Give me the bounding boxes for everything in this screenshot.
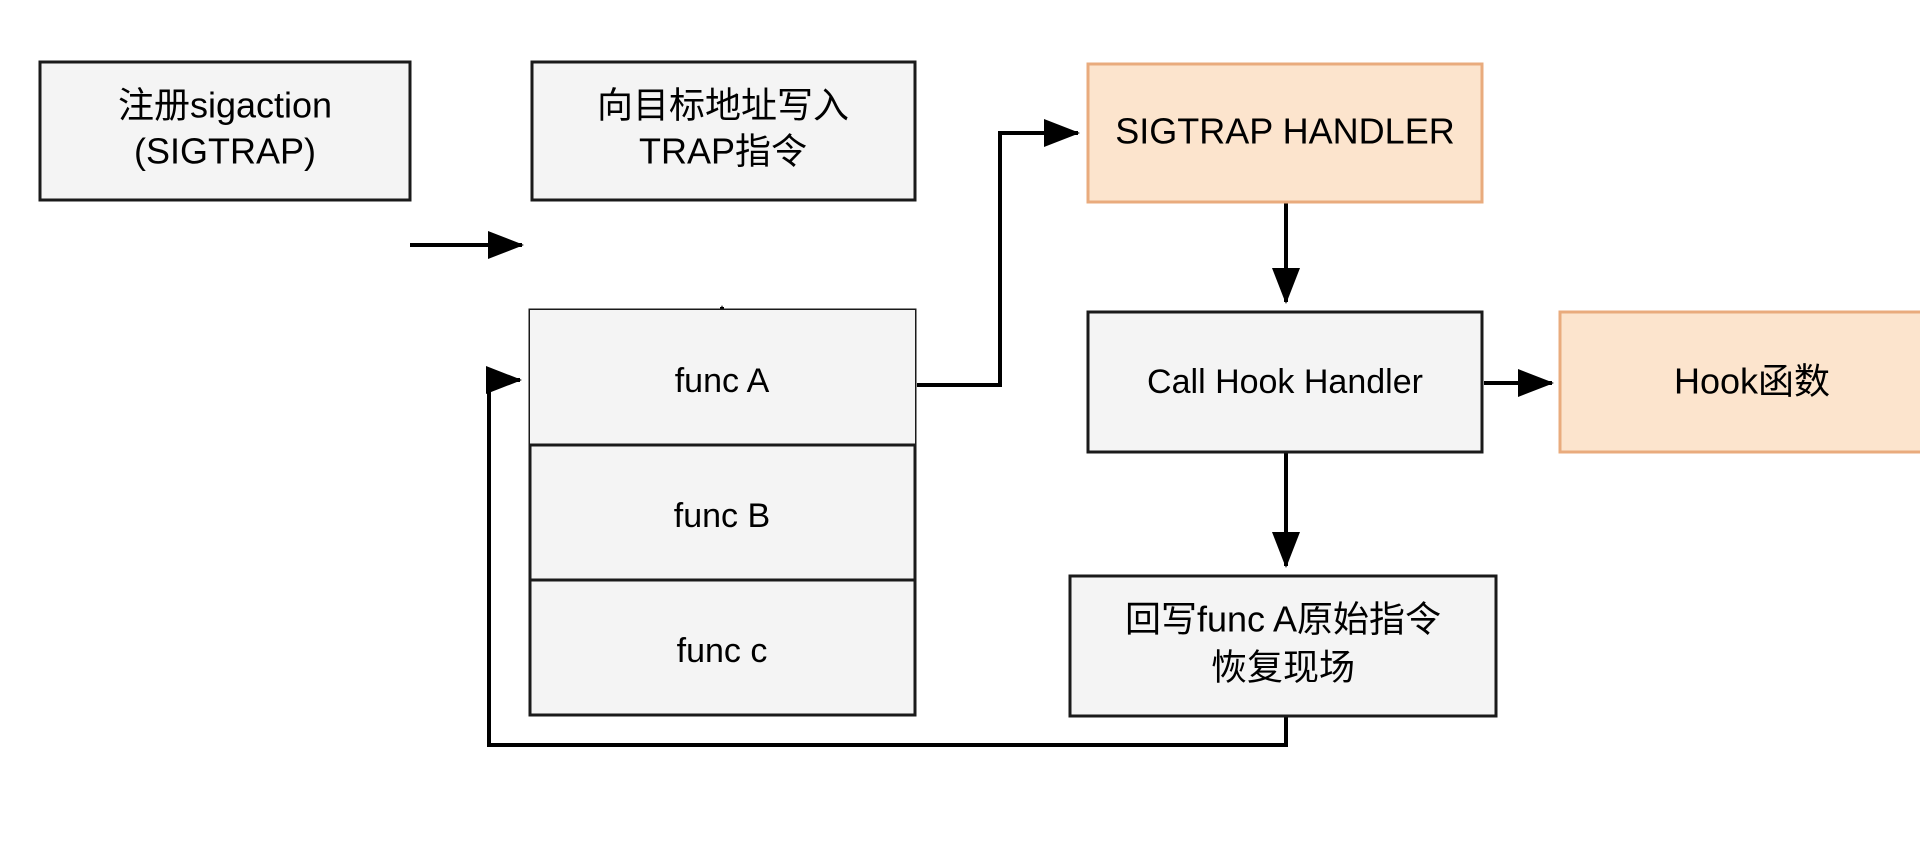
node-restore-context-line2: 恢复现场: [1211, 647, 1355, 688]
node-func-b-label: func B: [674, 497, 770, 535]
node-func-c[interactable]: func c: [677, 632, 768, 670]
node-register-sigaction-line2: (SIGTRAP): [134, 131, 316, 172]
node-func-stack: func A func B func c: [528, 308, 917, 717]
node-register-sigaction-line1: 注册sigaction: [118, 85, 332, 126]
node-func-b[interactable]: func B: [674, 497, 770, 535]
node-hook-function-box: [1558, 310, 1920, 454]
node-write-trap-line1: 向目标地址写入: [597, 85, 849, 126]
node-call-hook-handler-box: [1086, 310, 1484, 454]
edge-func-a-to-sigtrap-handler: [917, 119, 1080, 387]
node-write-trap-line2: TRAP指令: [639, 131, 807, 172]
node-restore-context[interactable]: 回写func A原始指令 恢复现场: [1068, 574, 1498, 718]
node-sigtrap-handler[interactable]: SIGTRAP HANDLER: [1086, 62, 1484, 204]
node-register-sigaction[interactable]: 注册sigaction (SIGTRAP): [38, 60, 412, 202]
node-func-a-cell: [530, 310, 915, 445]
node-hook-function-label: Hook函数: [1674, 361, 1830, 402]
node-func-a[interactable]: func A: [530, 310, 915, 445]
node-sigtrap-handler-label: SIGTRAP HANDLER: [1115, 111, 1454, 152]
edge-restore-to-func-a: [486, 366, 1288, 747]
node-restore-context-line1: 回写func A原始指令: [1125, 599, 1441, 640]
node-func-a-label: func A: [675, 362, 770, 400]
node-func-c-label: func c: [677, 632, 768, 670]
node-write-trap[interactable]: 向目标地址写入 TRAP指令: [530, 60, 917, 202]
node-sigtrap-handler-box: [1086, 62, 1484, 204]
node-call-hook-handler-label: Call Hook Handler: [1147, 363, 1423, 401]
node-write-trap-box: [530, 60, 917, 202]
node-hook-function[interactable]: Hook函数: [1558, 310, 1920, 454]
node-call-hook-handler[interactable]: Call Hook Handler: [1086, 310, 1484, 454]
node-register-sigaction-box: [38, 60, 412, 202]
node-restore-context-box: [1068, 574, 1498, 718]
